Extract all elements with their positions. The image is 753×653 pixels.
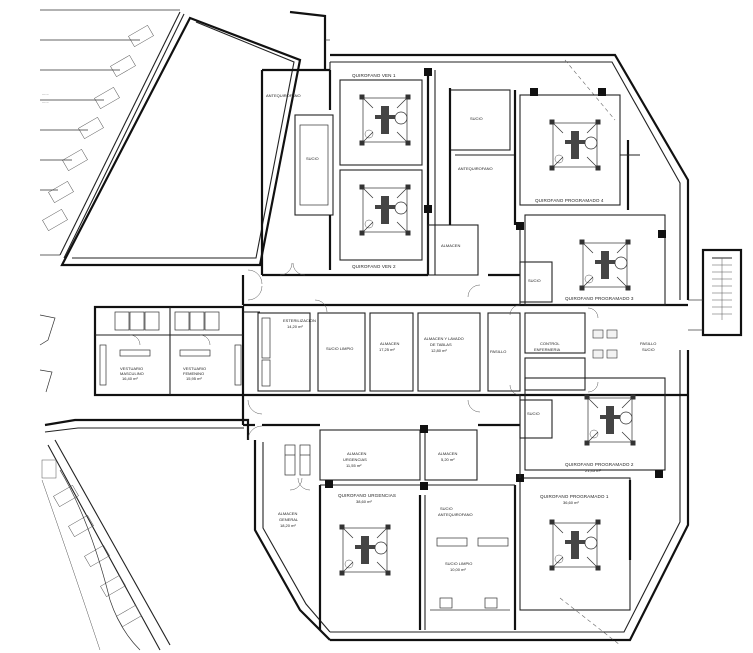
upper-right-block: SUCIO ANTEQUIROFANO SUCIO QUIROFANO PROG… bbox=[448, 88, 666, 306]
or-table-p3 bbox=[579, 239, 631, 291]
almacen-general-label-2: GENERAL bbox=[279, 517, 299, 522]
vestuario-1-label-a: VESTUARIO bbox=[120, 366, 143, 371]
almacen-lavado-label-2: DE TABLAS bbox=[430, 342, 452, 347]
svg-text:......: ...... bbox=[42, 91, 49, 96]
bottom-left-exterior bbox=[39, 314, 250, 651]
left-wing-walls bbox=[241, 230, 521, 478]
or-table-p2 bbox=[584, 394, 636, 446]
locker-wing: VESTUARIO MASCULINO 16,40 m² VESTUARIO F… bbox=[93, 305, 245, 397]
upper-left-block: QUIROFANO VEN 1 ANTEQUIROFANO SUCIO QUIR… bbox=[266, 68, 479, 276]
sucio-limpio-center-label: SUCIO LIMPIO bbox=[326, 346, 353, 351]
almacen-center-label: ALMACEN bbox=[380, 341, 399, 346]
almacen-small-area: 5,20 m² bbox=[441, 457, 455, 462]
svg-text:......: ...... bbox=[42, 99, 49, 104]
quirofano-urgencias-area: 38,60 m² bbox=[356, 499, 372, 504]
or-table-ven-1 bbox=[359, 94, 411, 146]
vestuario-1-area: 16,40 m² bbox=[122, 376, 138, 381]
quirofano-ven-1-label: QUIROFANO VEN 1 bbox=[352, 73, 396, 78]
control-label: CONTROL bbox=[540, 341, 560, 346]
sucio-right-label: SUCIO bbox=[527, 411, 540, 416]
or-table-urgencias bbox=[339, 524, 391, 576]
pasillo-sucio-label-1: PASILLO bbox=[640, 341, 656, 346]
vestuario-2-label-a: VESTUARIO bbox=[183, 366, 206, 371]
stair-tower bbox=[688, 248, 743, 337]
vestuario-1-label-b: MASCULINO bbox=[120, 371, 144, 376]
quirofano-urgencias-label: QUIROFANO URGENCIAS bbox=[338, 493, 396, 498]
pasillo-sucio-label-2: SUCIO bbox=[642, 347, 655, 352]
almacen-top-label: ALMACEN bbox=[441, 243, 460, 248]
almacen-general-area: 18,20 m² bbox=[280, 523, 296, 528]
or-table-p4 bbox=[549, 119, 601, 171]
almacen-lavado-label-1: ALMACEN Y LAVADO bbox=[424, 336, 464, 341]
quirofano-p3-label: QUIROFANO PROGRAMADO 3 bbox=[565, 296, 634, 301]
almacen-urgencias-label-2: URGENCIAS bbox=[343, 457, 367, 462]
top-left-exterior: ...... ...... bbox=[40, 9, 330, 267]
pasillo-label: PASILLO bbox=[490, 349, 506, 354]
antequirofano-bottom-label: ANTEQUIROFANO bbox=[438, 512, 473, 517]
operating-tables bbox=[339, 94, 636, 576]
antequirofano-left-label: ANTEQUIROFANO bbox=[266, 93, 301, 98]
lower-right-block: SUCIO QUIROFANO PROGRAMADO 2 21,45 m² QU… bbox=[516, 377, 666, 611]
quirofano-p1-label: QUIROFANO PROGRAMADO 1 bbox=[540, 494, 609, 499]
sucio-limpio-bottom-label: SUCIO LIMPIO bbox=[445, 561, 472, 566]
vestuario-2-label-b: FEMENINO bbox=[183, 371, 204, 376]
esterilizacion-area: 14,20 m² bbox=[287, 324, 303, 329]
quirofano-p1-area: 36,60 m² bbox=[563, 500, 579, 505]
vestuario-2-area: 15,95 m² bbox=[186, 376, 202, 381]
enfermeria-label: ENFERMERIA bbox=[534, 347, 561, 352]
sucio-limpio-bottom-area: 10,00 m² bbox=[450, 567, 466, 572]
lower-center-block: ALMACEN URGENCIAS 11,55 m² ALMACEN 5,20 … bbox=[278, 425, 517, 630]
quirofano-p2-area: 21,45 m² bbox=[585, 468, 601, 473]
almacen-small-label: ALMACEN bbox=[438, 451, 457, 456]
quirofano-p4-label: QUIROFANO PROGRAMADO 4 bbox=[535, 198, 604, 203]
antequirofano-right-label: ANTEQUIROFANO bbox=[458, 166, 493, 171]
esterilizacion-label: ESTERILIZACION bbox=[283, 318, 316, 323]
quirofano-ven-2-label: QUIROFANO VEN 2 bbox=[352, 264, 396, 269]
almacen-lavado-area: 12,80 m² bbox=[431, 348, 447, 353]
building-outline bbox=[253, 53, 690, 646]
almacen-urgencias-label-1: ALMACEN bbox=[347, 451, 366, 456]
or-table-ven-2 bbox=[359, 184, 411, 236]
sucio-mid-label: SUCIO bbox=[528, 278, 541, 283]
sucio-left-label: SUCIO bbox=[306, 156, 319, 161]
quirofano-p2-label: QUIROFANO PROGRAMADO 2 bbox=[565, 462, 634, 467]
sucio-lower-label: SUCIO bbox=[440, 506, 453, 511]
almacen-urgencias-area: 11,55 m² bbox=[346, 463, 362, 468]
almacen-general-label-1: ALMACEN bbox=[278, 511, 297, 516]
or-table-p1 bbox=[549, 519, 601, 571]
sucio-top-label: SUCIO bbox=[470, 116, 483, 121]
almacen-center-area: 17,25 m² bbox=[379, 347, 395, 352]
